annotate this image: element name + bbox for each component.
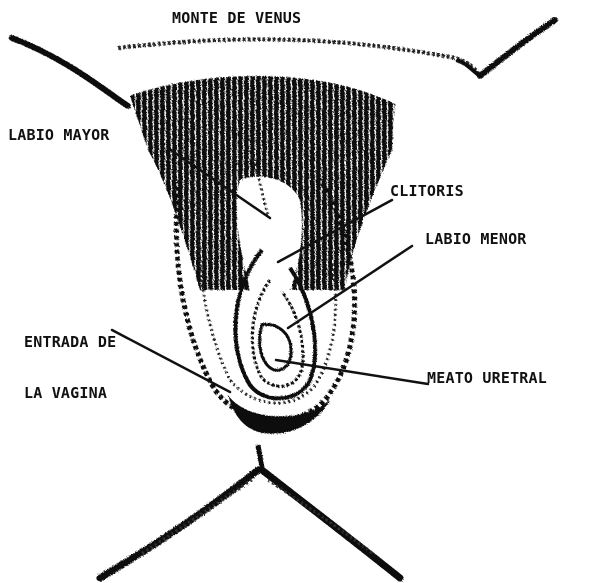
label-labio-mayor: LABIO MAYOR: [8, 127, 110, 144]
label-entrada-de-la-vagina: ENTRADA DE LA VAGINA: [24, 300, 116, 436]
lower-contour: [100, 445, 400, 578]
label-meato-uretral: MEATO URETRAL: [427, 370, 547, 387]
leader-meato: [276, 360, 428, 384]
label-entrada-line-2: LA VAGINA: [24, 385, 116, 402]
label-labio-menor: LABIO MENOR: [425, 231, 527, 248]
label-entrada-line-1: ENTRADA DE: [24, 334, 116, 351]
label-monte-de-venus: MONTE DE VENUS: [172, 10, 301, 27]
leader-entrada: [112, 330, 230, 392]
label-clitoris: CLITORIS: [390, 183, 464, 200]
